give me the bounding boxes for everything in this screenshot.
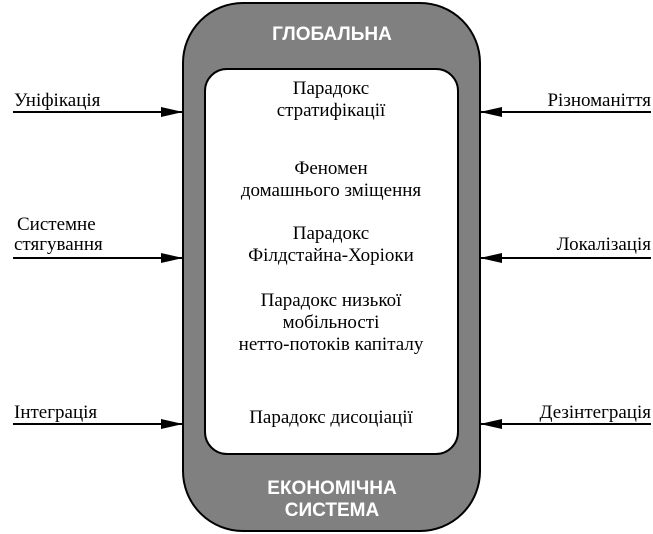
force-integration-label: Інтеграція	[14, 402, 97, 423]
paradox-low-capital-mobility-line2: мобільності	[283, 312, 380, 333]
frame-bottom-label-line1: ЕКОНОМІЧНА	[267, 478, 397, 499]
force-localization: Локалізація	[480, 234, 652, 263]
force-disintegration-label: Дезінтеграція	[540, 402, 652, 423]
force-systemic-contraction-label-line2: стягування	[14, 234, 103, 255]
paradox-dissociation-line1: Парадокс дисоціації	[249, 407, 413, 428]
force-disintegration: Дезінтеграція	[480, 402, 652, 429]
paradox-low-capital-mobility-line3: нетто-потоків капіталу	[239, 334, 424, 355]
frame-bottom-label-line2: СИСТЕМА	[285, 500, 380, 521]
paradox-feldstein-horioka-line2: Філдстайна-Хоріоки	[248, 245, 414, 266]
phenomenon-home-bias: Феномен домашнього зміщення	[241, 158, 422, 201]
paradox-stratification: Парадокс стратифікації	[277, 78, 386, 121]
paradox-feldstein-horioka: Парадокс Філдстайна-Хоріоки	[248, 223, 414, 266]
force-systemic-contraction: Системне стягування	[13, 214, 183, 263]
paradoxes-panel	[204, 68, 459, 455]
force-unification-label: Уніфікація	[14, 90, 101, 111]
force-systemic-contraction-label-line1: Системне	[17, 214, 96, 235]
force-diversity: Різноманіття	[480, 90, 651, 117]
phenomenon-home-bias-line1: Феномен	[294, 158, 367, 179]
force-diversity-label: Різноманіття	[547, 90, 651, 111]
paradox-stratification-line2: стратифікації	[277, 100, 386, 121]
paradox-low-capital-mobility: Парадокс низької мобільності нетто-поток…	[239, 290, 424, 355]
phenomenon-home-bias-line2: домашнього зміщення	[241, 180, 422, 201]
paradox-low-capital-mobility-line1: Парадокс низької	[261, 290, 402, 311]
paradox-stratification-line1: Парадокс	[293, 78, 369, 99]
force-localization-label: Локалізація	[557, 234, 652, 255]
paradox-feldstein-horioka-line1: Парадокс	[293, 223, 369, 244]
force-integration: Інтеграція	[13, 402, 183, 429]
paradox-dissociation: Парадокс дисоціації	[249, 407, 413, 428]
frame-top-label: ГЛОБАЛЬНА	[272, 24, 392, 45]
force-unification: Уніфікація	[13, 90, 183, 117]
